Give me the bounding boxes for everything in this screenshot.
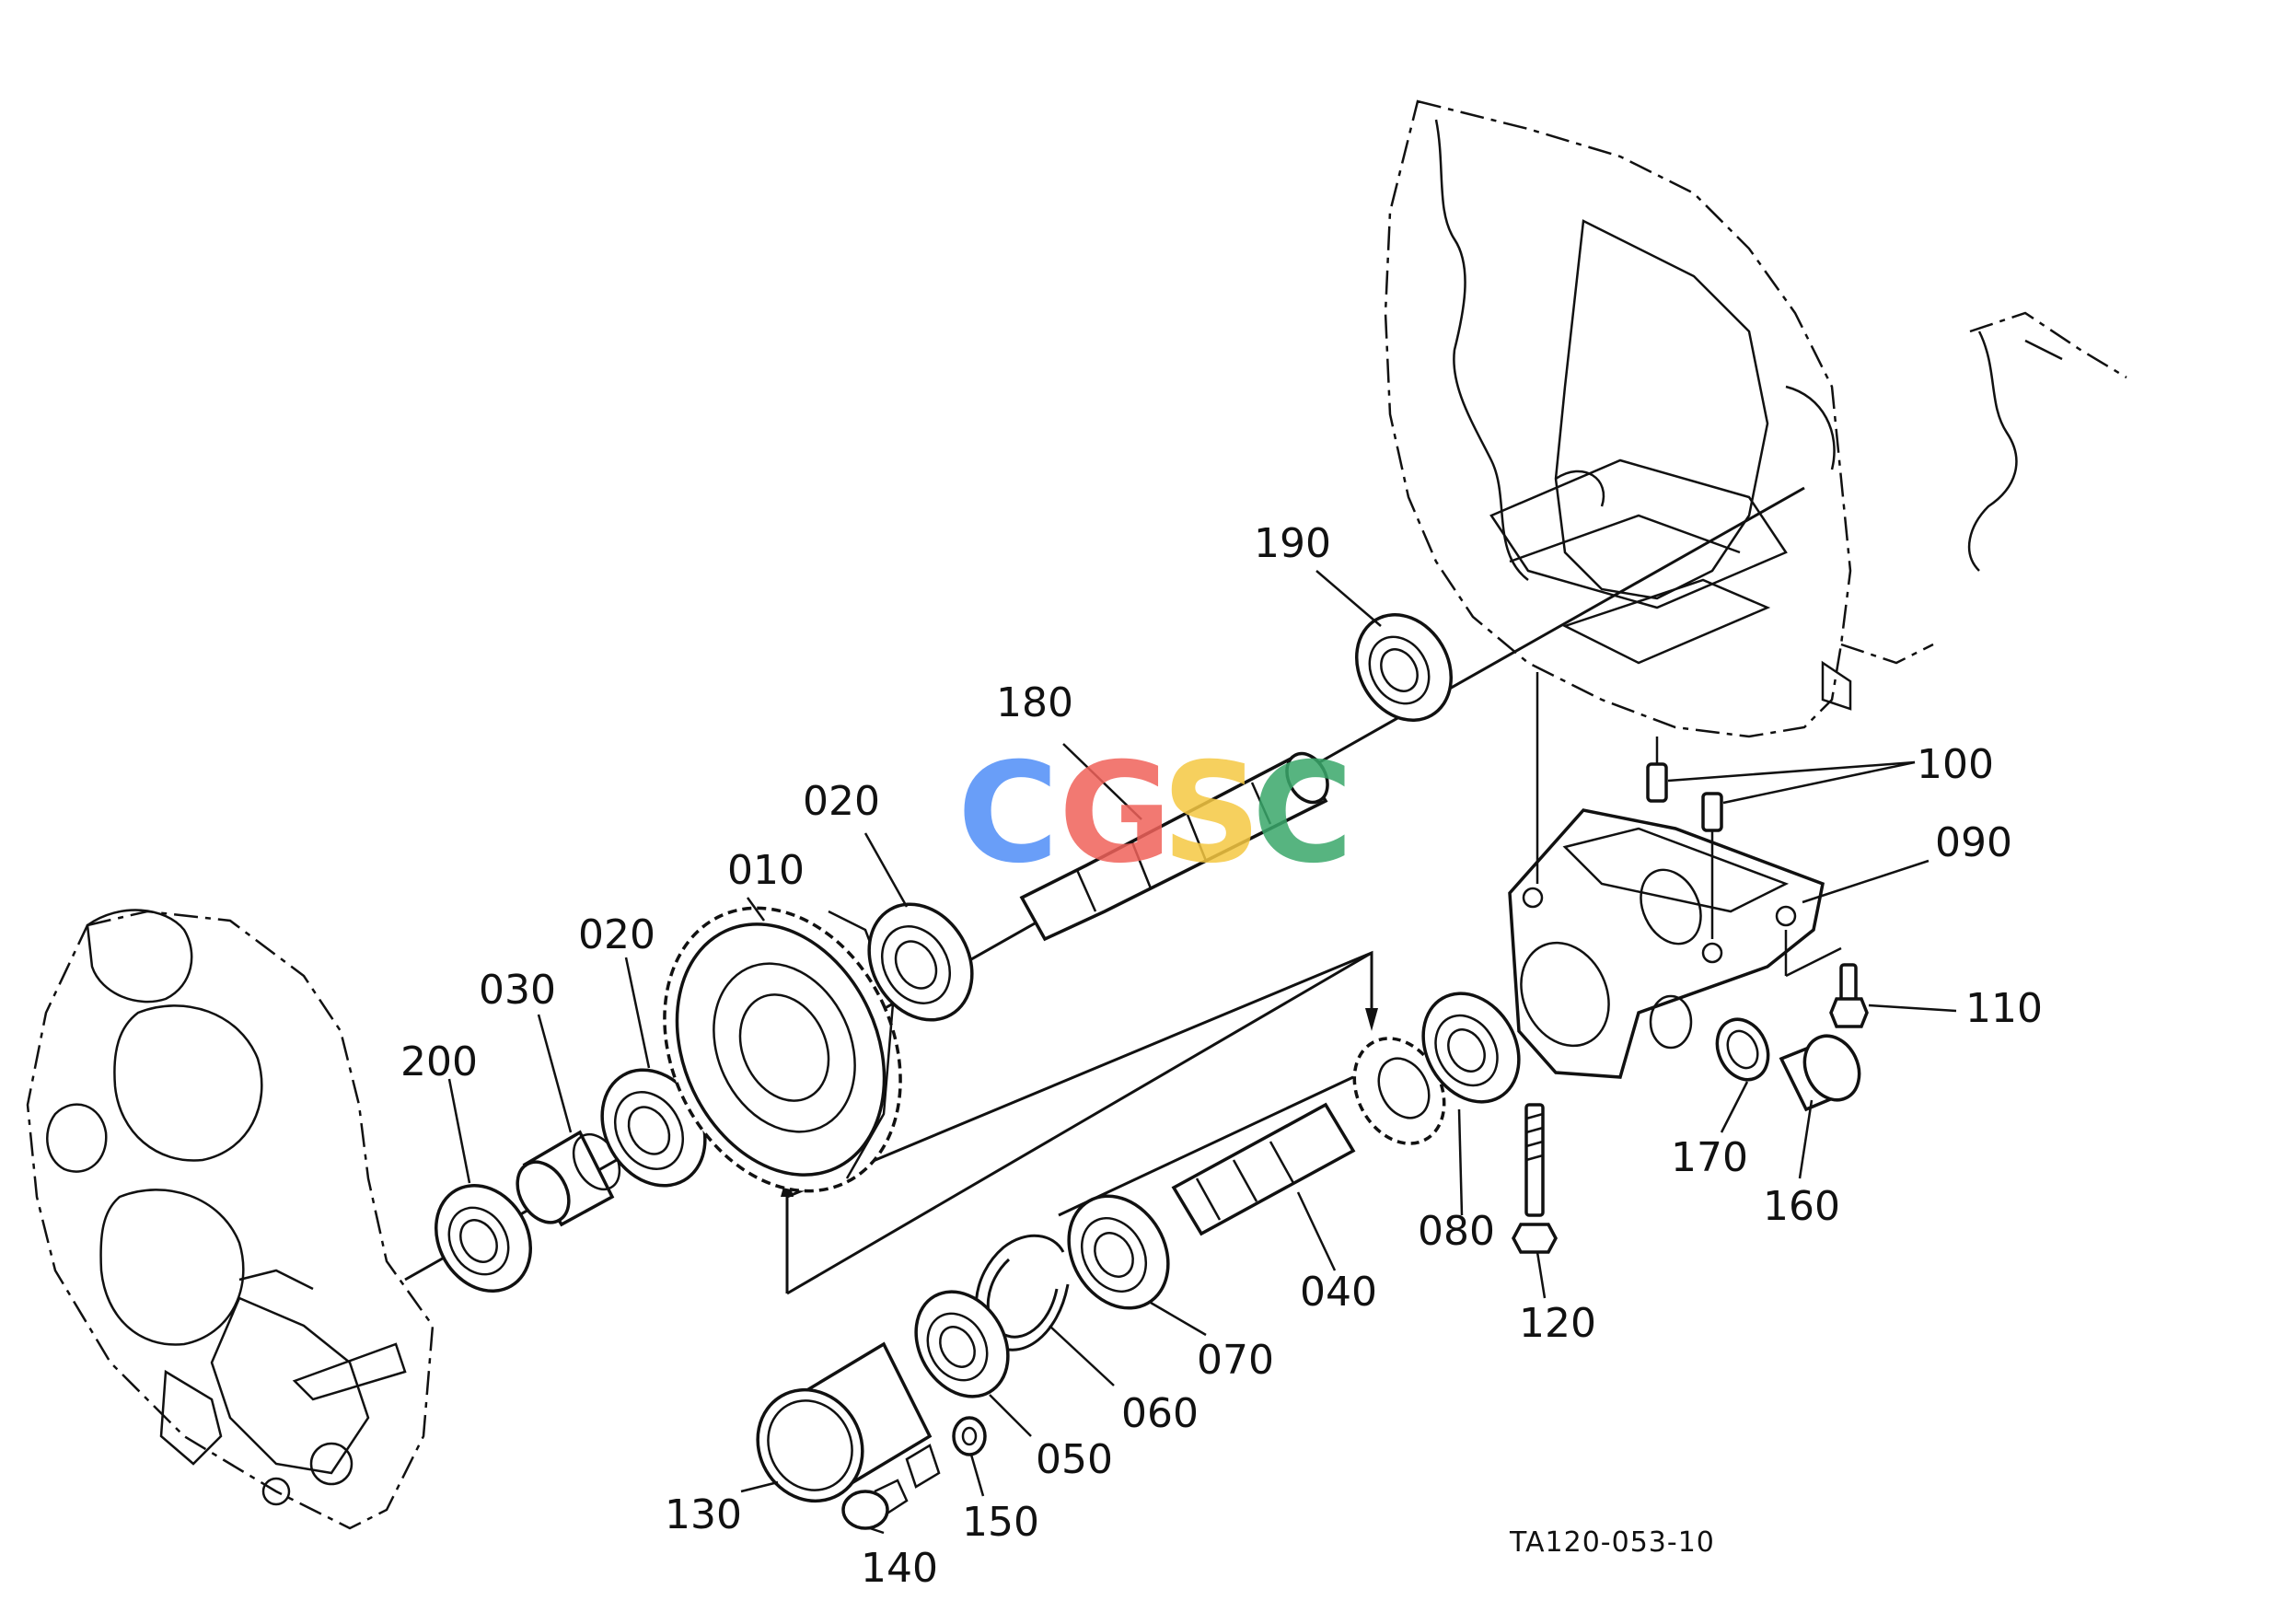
- callout-label: 120: [1519, 1300, 1596, 1347]
- callout-label: 040: [1300, 1269, 1377, 1316]
- callout-label: 090: [1935, 819, 2012, 866]
- callout-label: 110: [1965, 985, 2043, 1032]
- dowel-pins-100: [1646, 737, 1723, 832]
- callout-label: 020: [578, 911, 655, 958]
- bearing-050: [914, 1290, 1010, 1398]
- watermark-letter: S: [1162, 734, 1261, 894]
- callout-label: 190: [1254, 520, 1331, 567]
- callout-label: 060: [1121, 1390, 1199, 1437]
- housing-090: [1508, 672, 1842, 1079]
- left-case-housing: [26, 909, 435, 1530]
- collar-030: [516, 1130, 621, 1227]
- bearing-070: [1067, 1194, 1170, 1310]
- callout-label: 160: [1763, 1183, 1840, 1230]
- callout-label: 070: [1197, 1337, 1274, 1384]
- seal-170: [1715, 1017, 1770, 1082]
- callout-label: 010: [727, 847, 805, 894]
- bolt-110: [1829, 963, 1869, 1028]
- callout-label: 180: [996, 679, 1073, 726]
- shaft-180: [1019, 751, 1329, 942]
- gear-010: [663, 906, 902, 1193]
- leader-lines: [447, 570, 1957, 1535]
- callout-label: 020: [803, 778, 880, 825]
- watermark-letter: C: [957, 734, 1059, 894]
- callout-label: 200: [400, 1038, 478, 1085]
- pinion-shaft-040: [1171, 1037, 1446, 1236]
- right-case-housing: [1384, 99, 2127, 738]
- bearing-200: [434, 1184, 533, 1293]
- callout-label: 080: [1418, 1208, 1495, 1255]
- drawing-code: TA120-053-10: [1509, 1526, 1715, 1559]
- bearing-190: [1354, 613, 1454, 722]
- plug-160: [1779, 1034, 1861, 1112]
- callout-label: 100: [1917, 741, 1994, 788]
- bearing-080: [1421, 992, 1521, 1104]
- washer-150: [952, 1416, 987, 1456]
- callout-label: 150: [962, 1499, 1039, 1546]
- bearing-020-upper: [867, 902, 974, 1022]
- callout-label: 170: [1671, 1134, 1748, 1181]
- callout-label: 050: [1036, 1436, 1113, 1483]
- watermark-letter: C: [1252, 734, 1353, 894]
- callout-label: 130: [665, 1491, 742, 1538]
- watermark-logo: C G S C: [957, 734, 1353, 894]
- callout-label: 030: [479, 967, 556, 1014]
- sleeve-130: [756, 1341, 941, 1503]
- plug-140: [841, 1479, 909, 1530]
- stud-bolt-120: [1512, 1103, 1558, 1254]
- callout-labels: 010 020 020 030 040 050 060 070 080 090 …: [400, 520, 2043, 1592]
- callout-label: 140: [861, 1545, 938, 1592]
- watermark-letter: G: [1059, 734, 1172, 894]
